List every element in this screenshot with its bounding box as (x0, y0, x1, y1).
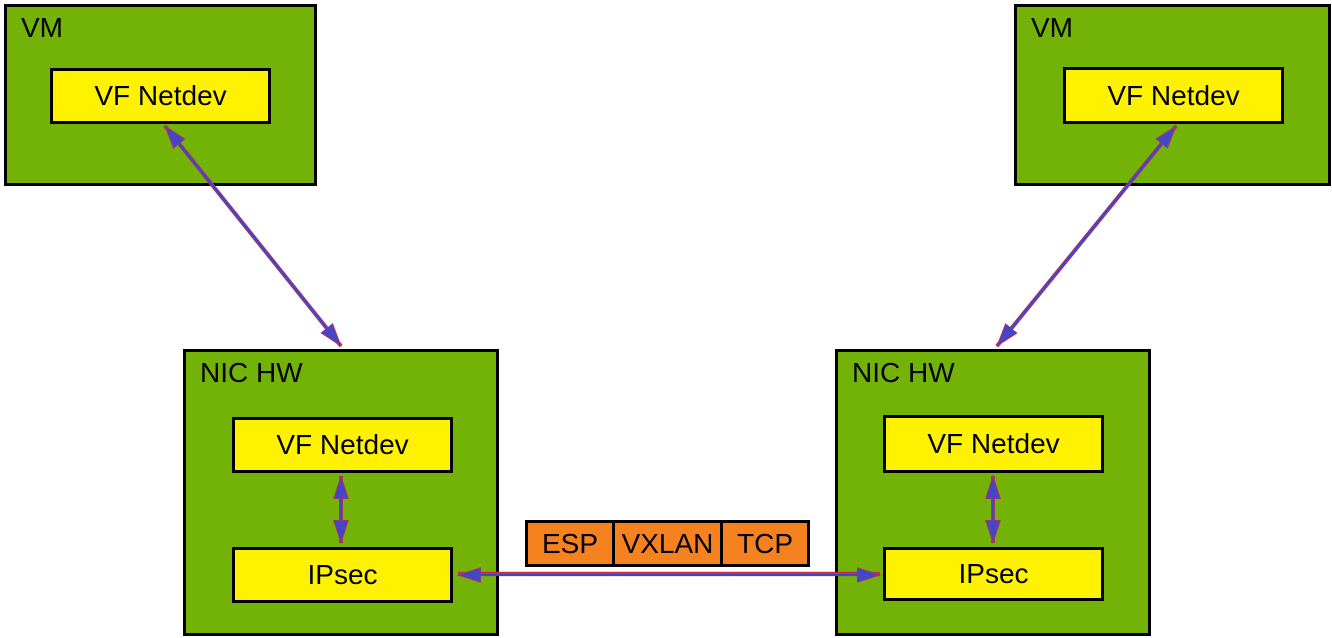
nic-right-ipsec-label: IPsec (958, 558, 1029, 589)
arrow-ipsec-ipsec (458, 573, 880, 575)
vm-right-vf-netdev-label: VF Netdev (1107, 79, 1240, 111)
vm-right-box: VM VF Netdev (1014, 4, 1331, 186)
nic-left-vf-netdev-label: VF Netdev (276, 429, 409, 460)
nic-right-vf-netdev-label: VF Netdev (927, 428, 1060, 459)
nic-left-ipsec-box: IPsec (232, 547, 453, 603)
packet-segment-tcp: TCP (720, 520, 810, 567)
nic-right-vf-netdev-box: VF Netdev (883, 415, 1104, 473)
packet-segment-tcp-label: TCP (737, 527, 793, 559)
packet-segment-esp: ESP (525, 520, 615, 567)
packet-segment-vxlan-label: VXLAN (621, 527, 714, 559)
nic-left-title: NIC HW (200, 357, 303, 388)
vm-right-title: VM (1031, 12, 1073, 43)
nic-right-box: NIC HW VF Netdev IPsec (835, 349, 1151, 636)
vm-left-vf-netdev-box: VF Netdev (50, 68, 271, 124)
nic-right-ipsec-box: IPsec (883, 547, 1104, 601)
vm-left-vf-netdev-label: VF Netdev (94, 80, 227, 111)
packet-segment-esp-label: ESP (541, 527, 599, 559)
packet-segment-vxlan: VXLAN (612, 520, 723, 567)
nic-left-box: NIC HW VF Netdev IPsec (183, 349, 499, 636)
nic-left-vf-netdev-box: VF Netdev (232, 417, 453, 473)
vm-left-box: VM VF Netdev (4, 4, 317, 186)
vm-left-title: VM (21, 12, 63, 43)
vm-right-vf-netdev-box: VF Netdev (1063, 67, 1284, 124)
nic-right-title: NIC HW (852, 357, 955, 388)
packet-header-group: ESP VXLAN TCP (525, 520, 810, 567)
nic-left-ipsec-label: IPsec (307, 559, 378, 590)
